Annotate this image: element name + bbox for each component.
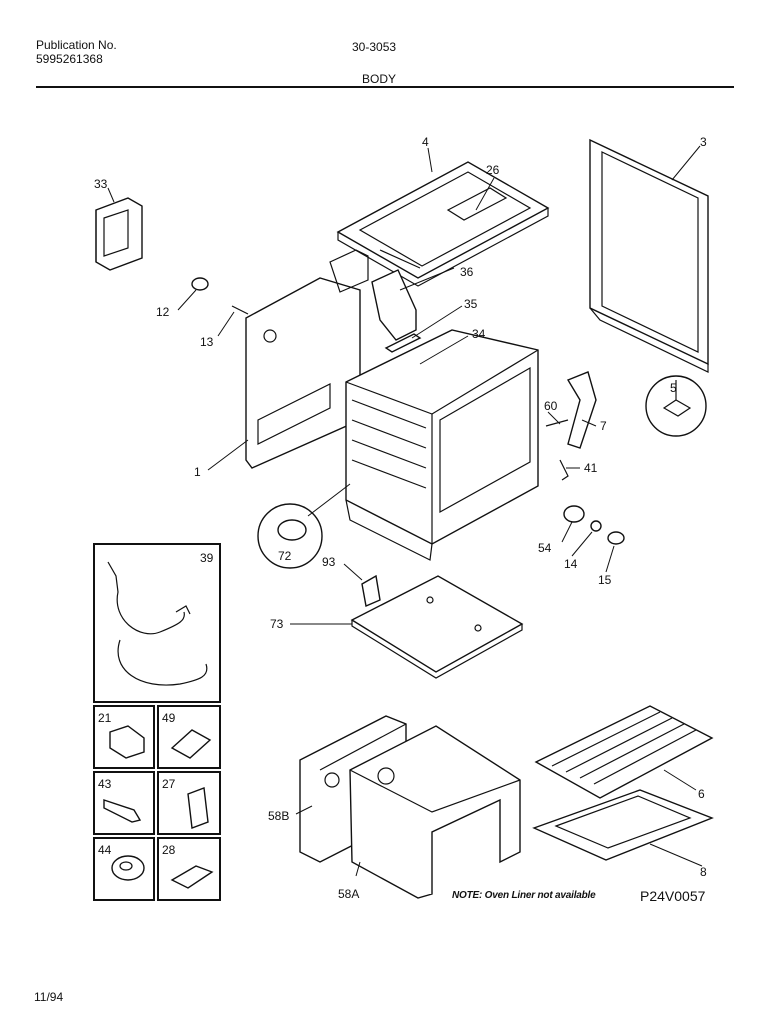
part-93-sensor [361,574,381,607]
callout-58a: 58A [338,887,359,901]
publication-label: Publication No. [36,38,117,52]
oven-body [345,329,539,561]
part-13-screw [231,305,249,315]
part-8-broiler-tray [532,789,714,861]
callout-34: 34 [472,327,486,341]
part-7-hinge [566,371,597,449]
part-4-top-panel [336,161,550,287]
footer-date: 11/94 [34,990,64,1004]
callout-60: 60 [544,399,558,413]
callout-15: 15 [598,573,612,587]
callout-35: 35 [464,297,478,311]
section-title: BODY [362,72,397,86]
callout-1: 1 [194,465,201,479]
part-54-socket [563,505,585,523]
publication-number: 5995261368 [36,52,103,66]
callout-4: 4 [422,135,429,149]
kit-label-44: 44 [98,843,112,857]
header-rule [36,86,734,88]
callout-93: 93 [322,555,336,569]
part-33-bracket [95,197,143,271]
kit-box-28 [157,837,221,901]
part-1-back-panel [245,249,369,469]
callout-5: 5 [670,381,677,395]
part-72-detail [257,503,323,569]
part-60-spring [545,419,569,427]
kit-label-27: 27 [162,777,176,791]
callout-13: 13 [200,335,214,349]
part-15-bulb [607,531,625,545]
leader-lines [107,145,703,877]
callout-8: 8 [700,865,707,879]
part-12-grommet [191,277,209,291]
kit-box-27 [157,771,221,835]
callout-12: 12 [156,305,170,319]
kit-label-28: 28 [162,843,176,857]
footer-note: NOTE: Oven Liner not available [452,890,596,901]
part-6-oven-rack [534,705,714,799]
callout-6: 6 [698,787,705,801]
kit-box-44 [93,837,155,901]
callout-36: 36 [460,265,474,279]
callout-14: 14 [564,557,578,571]
callout-73: 73 [270,617,284,631]
part-41-clip [559,459,569,481]
kit-label-43: 43 [98,777,112,791]
drawing-id: P24V0057 [640,888,706,904]
callout-72: 72 [278,549,292,563]
part-35-strip [384,333,422,353]
callout-7: 7 [600,419,607,433]
callout-3: 3 [700,135,707,149]
callout-54: 54 [538,541,552,555]
callout-26: 26 [486,163,500,177]
kit-box-43 [93,771,155,835]
kit-box-49 [157,705,221,769]
part-3-door-frame [589,138,709,373]
kit-label-49: 49 [162,711,176,725]
callout-33: 33 [94,177,108,191]
kit-box-39 [93,543,221,703]
kit-label-21: 21 [98,711,112,725]
part-73-bottom-panel [350,575,524,679]
part-58a-cover [349,725,521,899]
kit-label-39: 39 [200,551,214,565]
kit-box-21 [93,705,155,769]
part-14-washer [590,520,602,532]
callout-41: 41 [584,461,598,475]
part-5-leveler-detail [645,375,707,437]
callout-58b: 58B [268,809,289,823]
model-code: 30-3053 [352,40,397,54]
